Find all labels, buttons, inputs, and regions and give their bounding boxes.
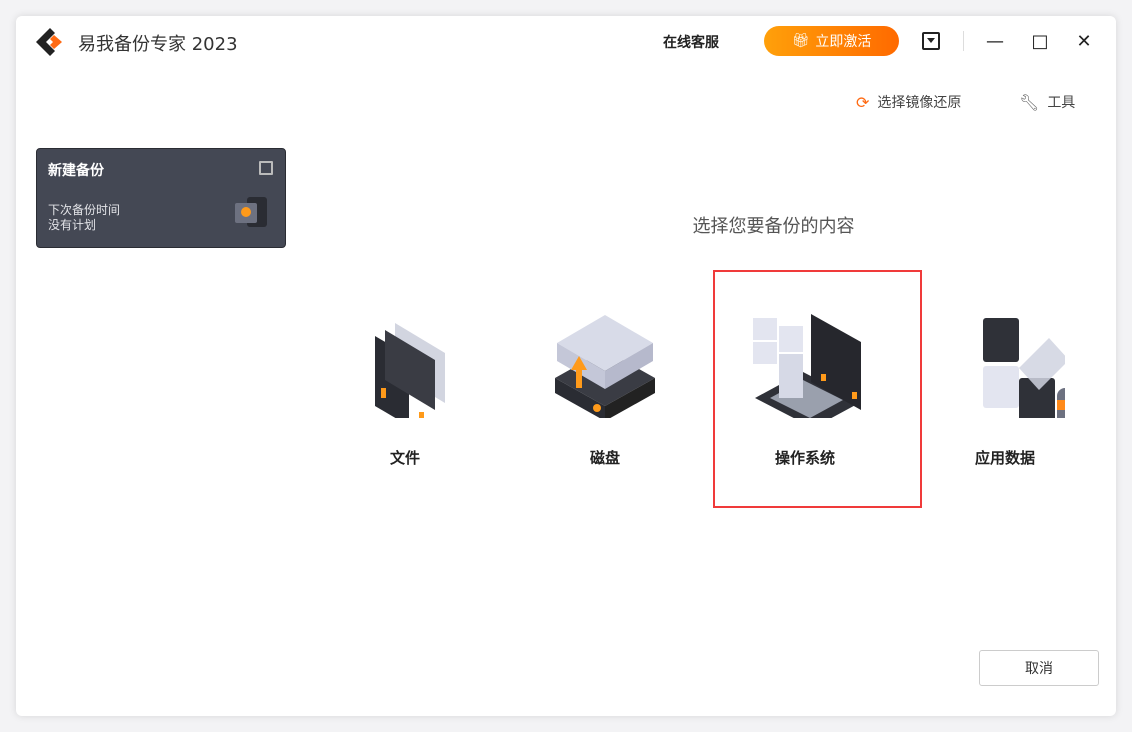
app-logo	[36, 28, 62, 56]
card-title: 新建备份	[48, 163, 104, 179]
activate-button[interactable]: 🎁︎ 立即激活	[764, 26, 899, 56]
restore-image-button[interactable]: ⟳ 选择镜像还原	[856, 92, 961, 112]
option-disk[interactable]: 磁盘	[505, 308, 705, 508]
maximize-button[interactable]: □	[1031, 30, 1049, 52]
option-label: 应用数据	[974, 449, 1035, 467]
restore-icon: ⟳	[856, 92, 870, 112]
wrench-icon: 🔧︎	[1019, 92, 1040, 112]
tools-label: 工具	[1047, 95, 1076, 111]
prompt-heading: 选择您要备份的内容	[692, 216, 855, 237]
os-icon	[753, 314, 861, 418]
option-files[interactable]: 文件	[305, 308, 505, 508]
divider	[963, 31, 964, 51]
option-label: 文件	[389, 449, 420, 467]
next-backup-label: 下次备份时间	[48, 203, 121, 217]
selected-highlight	[713, 270, 922, 508]
minimize-button[interactable]: —	[986, 30, 1004, 52]
tools-button[interactable]: 🔧︎ 工具	[1019, 92, 1075, 112]
new-backup-card[interactable]: 新建备份 下次备份时间没有计划	[36, 148, 286, 248]
app-title: 易我备份专家 2023	[78, 34, 238, 55]
computer-shield-icon	[235, 197, 267, 227]
option-operating-system[interactable]: 操作系统	[705, 308, 905, 508]
disk-icon	[555, 315, 655, 418]
option-app-data[interactable]: 应用数据	[905, 308, 1105, 508]
option-label: 磁盘	[589, 449, 620, 467]
app-data-icon	[983, 318, 1065, 418]
close-button[interactable]: ✕	[1076, 30, 1092, 52]
files-icon	[375, 323, 445, 418]
cancel-button[interactable]: 取消	[979, 650, 1099, 686]
activate-label: 立即激活	[815, 34, 872, 50]
app-window: 易我备份专家 2023 在线客服 🎁︎ 立即激活 — □ ✕ ⟳ 选择镜像还原 🔧︎…	[16, 16, 1116, 716]
edit-icon[interactable]	[259, 161, 273, 175]
online-service-link[interactable]: 在线客服	[663, 35, 719, 51]
next-backup-value: 没有计划	[48, 218, 97, 232]
restore-label: 选择镜像还原	[877, 95, 962, 111]
option-label: 操作系统	[774, 449, 835, 467]
gift-icon: 🎁︎	[791, 33, 810, 49]
dropdown-menu-icon[interactable]	[922, 32, 940, 50]
